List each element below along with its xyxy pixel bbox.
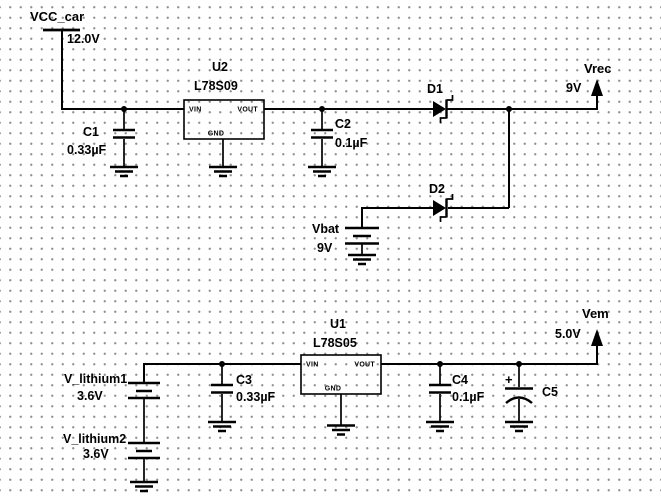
ground-symbol[interactable] (209, 165, 237, 178)
ground-lines (426, 420, 454, 433)
value-label: 0.33µF (67, 143, 107, 157)
ground-symbol[interactable] (130, 480, 158, 493)
output-flag-vrec[interactable]: Vrec 9V (566, 61, 611, 96)
battery-plates (345, 226, 379, 245)
wire-lithium-to-u1[interactable] (143, 363, 301, 382)
diode-anode-triangle (433, 200, 446, 216)
ref-label: V_lithium1 (64, 372, 127, 386)
capacitor-plates (429, 383, 451, 394)
ground-symbol[interactable] (426, 420, 454, 433)
battery-v-lithium2[interactable]: V_lithium2 3.6V (63, 432, 160, 482)
ground-symbol[interactable] (110, 165, 138, 178)
ground-lines (110, 165, 138, 178)
value-label: 0.33µF (236, 390, 276, 404)
net-label: Vem (582, 306, 609, 321)
polarity-plus-mark: + (505, 372, 513, 387)
ref-label: U1 (330, 317, 346, 331)
wire-u1-to-vem[interactable] (381, 346, 598, 365)
capacitor-plates (113, 128, 135, 139)
ref-label: C4 (452, 373, 468, 387)
ground-symbol[interactable] (327, 424, 355, 436)
value-label: 3.6V (77, 389, 103, 403)
value-label: 3.6V (83, 447, 109, 461)
ground-lines (308, 165, 336, 178)
power-flag-vcc-car[interactable]: VCC_car 12.0V (30, 9, 100, 46)
ref-label: D2 (429, 182, 445, 196)
pin-label-vout: VOUT (354, 362, 375, 369)
ref-label: V_lithium2 (63, 432, 126, 446)
ground-lines (505, 420, 533, 433)
capacitor-c2[interactable]: C2 0.1µF (311, 109, 368, 167)
net-voltage: 9V (566, 81, 582, 95)
regulator-u2[interactable]: VIN VOUT GND U2 L78S09 (183, 60, 265, 167)
value-label: 9V (317, 241, 333, 255)
battery-plates (128, 441, 160, 460)
ref-label: C2 (335, 117, 351, 131)
pin-label-vout: VOUT (237, 107, 258, 114)
net-voltage: 5.0V (555, 327, 581, 341)
wires (61, 30, 598, 382)
capacitor-c4[interactable]: C4 0.1µF (429, 364, 485, 422)
ref-label: C3 (236, 373, 252, 387)
ground-symbol[interactable] (505, 420, 533, 433)
part-label: L78S05 (313, 336, 357, 350)
battery-vbat[interactable]: Vbat 9V (312, 222, 379, 255)
ref-label: C5 (542, 385, 558, 399)
net-label: VCC_car (30, 9, 84, 24)
capacitor-plates (311, 128, 333, 139)
capacitor-c5[interactable]: + C5 (505, 364, 558, 422)
ref-label: Vbat (312, 222, 340, 236)
net-voltage: 12.0V (67, 32, 100, 46)
diode-d2[interactable]: D2 (429, 182, 454, 222)
ground-lines (130, 480, 158, 493)
capacitor-c1[interactable]: C1 0.33µF (67, 109, 135, 167)
ref-label: D1 (427, 82, 443, 96)
battery-v-lithium1[interactable]: V_lithium1 3.6V (64, 372, 160, 443)
ground-symbol[interactable] (208, 420, 236, 433)
ref-label: C1 (83, 125, 99, 139)
ground-lines (208, 420, 236, 433)
schottky-hooks (439, 194, 454, 222)
wire-vcc-to-u2[interactable] (61, 30, 184, 110)
pin-label-gnd: GND (325, 386, 341, 393)
capacitor-curved-plate (505, 396, 533, 404)
wire-d1-to-vrec[interactable] (447, 96, 598, 110)
ground-symbol[interactable] (348, 253, 376, 266)
pin-label-vin: VIN (306, 362, 319, 369)
regulator-u1[interactable]: VIN VOUT GND U1 L78S05 (300, 317, 382, 425)
capacitor-c3[interactable]: C3 0.33µF (211, 364, 276, 422)
ref-label: U2 (212, 60, 228, 74)
diode-anode-triangle (433, 101, 446, 117)
battery-plates (128, 381, 160, 400)
diode-d1[interactable]: D1 (427, 82, 454, 123)
junction-dot (506, 106, 512, 112)
capacitor-plates (211, 383, 233, 394)
ground-lines (348, 253, 376, 266)
ground-lines (327, 424, 355, 436)
pin-label-gnd: GND (208, 131, 224, 138)
part-label: L78S09 (194, 79, 238, 93)
schottky-hooks (439, 95, 454, 123)
net-label: Vrec (584, 61, 611, 76)
arrow-up-icon (591, 329, 603, 346)
component-body (183, 99, 265, 140)
output-flag-vem[interactable]: Vem 5.0V (555, 306, 609, 346)
ground-lines (209, 165, 237, 178)
value-label: 0.1µF (335, 136, 368, 150)
wire-vbat-to-d2[interactable] (361, 207, 433, 227)
arrow-up-icon (591, 79, 603, 96)
value-label: 0.1µF (452, 390, 485, 404)
ground-symbol[interactable] (308, 165, 336, 178)
pin-label-vin: VIN (189, 107, 202, 114)
